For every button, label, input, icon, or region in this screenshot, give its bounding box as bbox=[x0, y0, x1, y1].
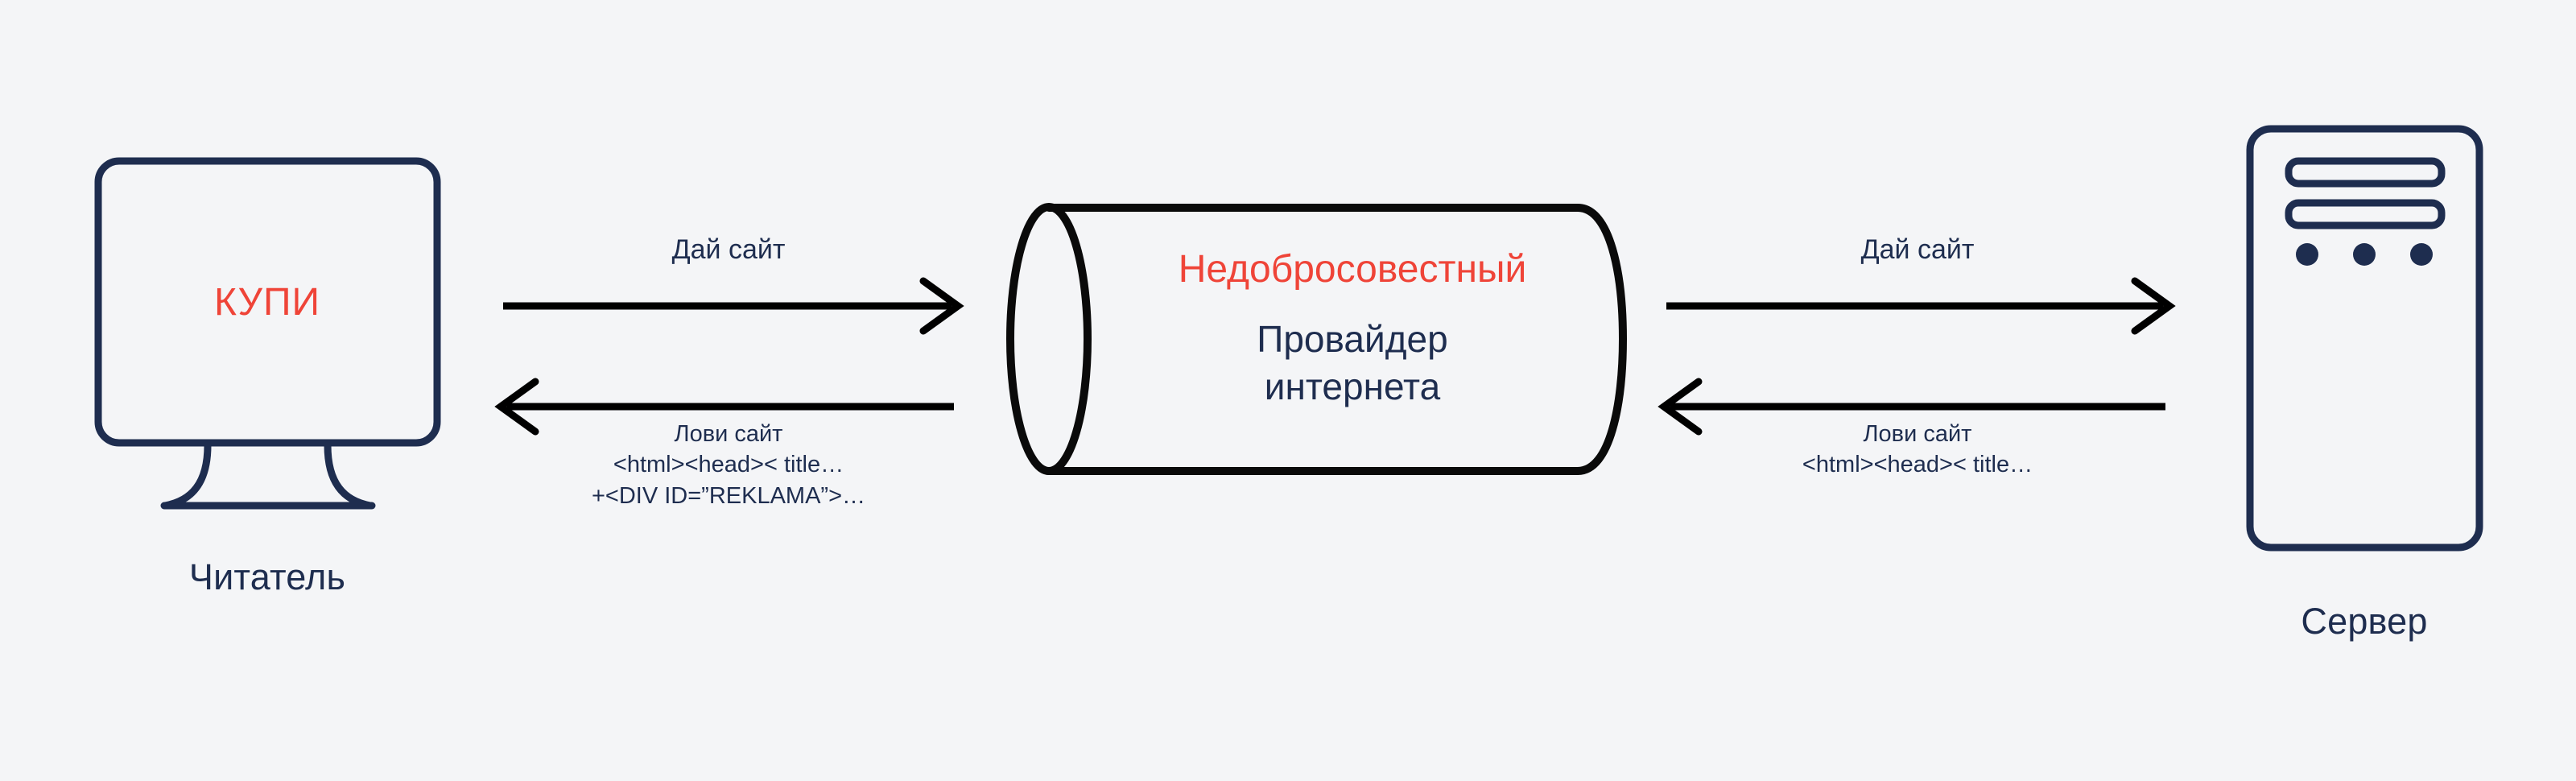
right-request-label: Дай сайт bbox=[1860, 234, 1975, 265]
server-led-2 bbox=[2353, 243, 2376, 266]
server-caption: Сервер bbox=[2301, 601, 2428, 642]
left-response-code: <html><head>< title… bbox=[613, 452, 844, 478]
provider-subtitle-line-2: интернета bbox=[1264, 365, 1441, 407]
left-flow-arrows bbox=[494, 277, 964, 436]
provider-subtitle-line-1: Провайдер bbox=[1257, 318, 1448, 360]
server-led-1 bbox=[2296, 243, 2318, 266]
left-request-label: Дай сайт bbox=[671, 234, 786, 265]
reader-caption: Читатель bbox=[188, 556, 346, 597]
cylinder-left-cap bbox=[1006, 203, 1092, 475]
server-chassis-outline bbox=[2246, 125, 2483, 552]
monitor-icon bbox=[94, 157, 441, 510]
left-response-label: Лови сайт bbox=[674, 421, 783, 447]
right-flow-arrows bbox=[1657, 277, 2176, 436]
left-response-label-group: Лови сайт <html><head>< title… +<DIV ID=… bbox=[592, 419, 865, 511]
right-request-arrow-head bbox=[2131, 277, 2176, 335]
right-response-arrow-head bbox=[1657, 378, 1703, 436]
server-tower-icon bbox=[2246, 125, 2483, 552]
right-response-code: <html><head>< title… bbox=[1802, 452, 2033, 478]
server-led-3 bbox=[2410, 243, 2433, 266]
server-drive-bay-bottom bbox=[2285, 199, 2446, 229]
left-request-arrow-head bbox=[919, 277, 964, 335]
left-response-arrow-head bbox=[494, 378, 539, 436]
provider-subtitle: Провайдер интернета bbox=[1257, 316, 1447, 411]
server-drive-bay-top bbox=[2285, 157, 2446, 188]
right-response-label-group: Лови сайт <html><head>< title… bbox=[1802, 419, 2033, 481]
monitor-stand-left-leg bbox=[161, 441, 212, 510]
monitor-stand-right-leg bbox=[324, 441, 374, 510]
monitor-screen-text: КУПИ bbox=[214, 281, 320, 324]
right-response-label: Лови сайт bbox=[1863, 421, 1972, 447]
provider-title: Недобросовестный bbox=[1178, 248, 1527, 291]
left-response-injection: +<DIV ID=”REKLAMA”>… bbox=[591, 482, 866, 509]
